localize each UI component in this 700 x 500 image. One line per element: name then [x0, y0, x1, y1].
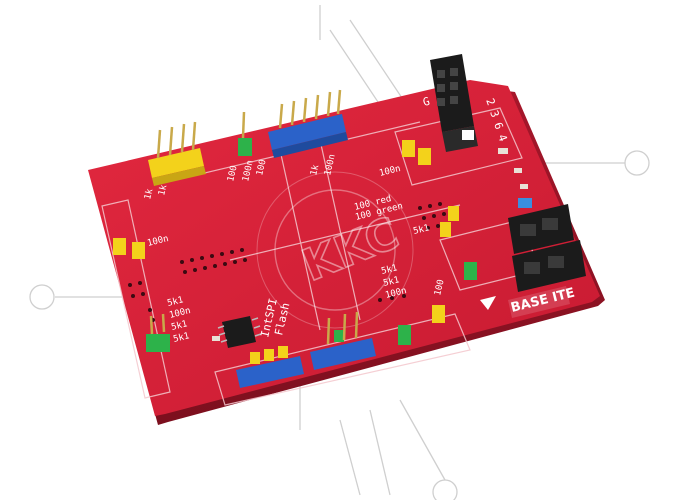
silk-pin-4: 4 [495, 133, 510, 144]
jumper-yellow-right [402, 140, 459, 323]
silk-pin-3: 3 [487, 109, 501, 120]
silk-pin-6: 6 [491, 121, 505, 132]
silk-100n-a: 100n [241, 159, 256, 182]
flash-chip [217, 316, 262, 348]
via-holes [128, 202, 450, 322]
silk-left-5k1-b: 5k1 [170, 319, 188, 333]
jumper-green-left [146, 313, 170, 352]
silk-5k1-mid: 5k1 [412, 223, 430, 237]
silk-100-a: 100 [226, 165, 239, 183]
silk-gnd: G [422, 95, 432, 109]
header-black-topright [430, 54, 478, 152]
smd-components [212, 148, 528, 341]
silk-1k-a: 1k [143, 187, 155, 200]
silk-100-b: 100 [255, 159, 268, 177]
silk-1k-c: 1k [309, 163, 321, 176]
silk-1k-b: 1k [157, 183, 169, 196]
header-yellow-topleft [148, 121, 206, 186]
silk-right-5k1-b: 5k1 [382, 275, 400, 289]
header-blue-bottom [236, 311, 376, 388]
silk-100n-b: 100n [323, 153, 338, 176]
silk-left-5k1-a: 5k1 [166, 295, 184, 309]
silk-right-5k1-a: 5k1 [380, 263, 398, 277]
header-black-right [508, 198, 586, 292]
silk-pin-2: 2 [483, 97, 497, 108]
silk-right-100: 100 [433, 279, 446, 297]
silk-left-5k1-c: 5k1 [172, 331, 190, 345]
jumper-green-right [398, 262, 477, 345]
jumper-green-top [238, 111, 252, 156]
header-blue-top [268, 89, 348, 158]
jumper-yellow-left [113, 238, 145, 259]
